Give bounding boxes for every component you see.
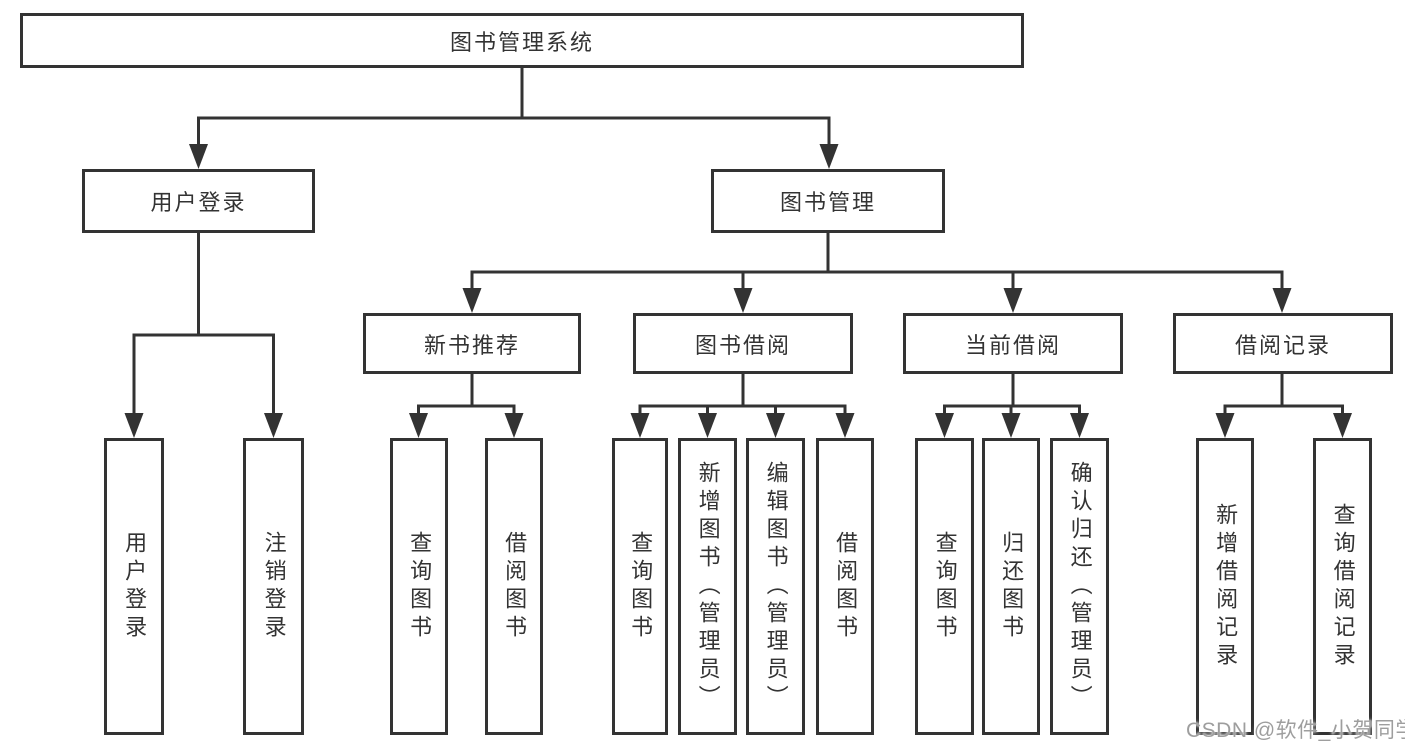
arrow-down-icon xyxy=(698,413,717,438)
connector-records-to-leaves xyxy=(1223,372,1344,417)
arrow-down-icon xyxy=(124,413,144,438)
connector-root-to-level1 xyxy=(197,66,831,148)
leaf-recommend-borrow-books: 借阅图书 xyxy=(485,438,543,735)
arrow-down-icon xyxy=(935,413,954,438)
leaf-current-query-books: 查询图书 xyxy=(915,438,974,735)
arrow-down-icon xyxy=(462,288,482,313)
node-new-book-recommend: 新书推荐 xyxy=(363,313,581,374)
arrowheads-level2 xyxy=(462,288,1292,313)
arrow-down-icon xyxy=(1215,413,1235,438)
arrowheads-current-leaves xyxy=(935,413,1089,438)
arrow-down-icon xyxy=(835,413,855,438)
arrow-down-icon xyxy=(504,413,524,438)
arrow-down-icon xyxy=(409,413,428,438)
arrow-down-icon xyxy=(1003,288,1023,313)
connector-bookmgmt-to-level2 xyxy=(470,231,1284,292)
leaf-logout-login: 注销登录 xyxy=(243,438,304,735)
arrowheads-recommend-leaves xyxy=(409,413,524,438)
leaf-borrow-query-books: 查询图书 xyxy=(612,438,668,735)
node-current-borrow: 当前借阅 xyxy=(903,313,1123,374)
arrow-down-icon xyxy=(733,288,753,313)
connector-login-to-leaves xyxy=(132,231,275,417)
node-library-management-system: 图书管理系统 xyxy=(20,13,1024,68)
arrow-down-icon xyxy=(1333,413,1352,438)
arrow-down-icon xyxy=(1070,413,1089,438)
arrowheads-records-leaves xyxy=(1215,413,1352,438)
connector-recommend-to-leaves xyxy=(417,372,516,417)
leaf-user-login: 用户登录 xyxy=(104,438,164,735)
connector-borrow-to-leaves xyxy=(638,372,847,417)
arrow-down-icon xyxy=(766,413,785,438)
leaf-records-add-borrow-record: 新增借阅记录 xyxy=(1196,438,1254,735)
arrow-down-icon xyxy=(1272,288,1292,313)
leaf-current-return-books: 归还图书 xyxy=(982,438,1040,735)
arrowheads-root-to-level1 xyxy=(189,144,839,169)
node-borrow-records: 借阅记录 xyxy=(1173,313,1393,374)
leaf-borrow-add-books-admin: 新增图书（管理员） xyxy=(678,438,737,735)
arrow-down-icon xyxy=(630,413,650,438)
connector-current-to-leaves xyxy=(943,372,1081,417)
node-book-management: 图书管理 xyxy=(711,169,945,233)
arrowheads-login-leaves xyxy=(124,413,283,438)
node-user-login: 用户登录 xyxy=(82,169,315,233)
leaf-borrow-borrow-books: 借阅图书 xyxy=(816,438,874,735)
arrowheads-borrow-leaves xyxy=(630,413,855,438)
leaf-current-confirm-return-admin: 确认归还（管理员） xyxy=(1050,438,1109,735)
arrow-down-icon xyxy=(189,144,208,169)
node-book-borrow: 图书借阅 xyxy=(633,313,853,374)
arrow-down-icon xyxy=(819,144,839,169)
leaf-records-query-borrow-record: 查询借阅记录 xyxy=(1313,438,1372,735)
leaf-recommend-query-books: 查询图书 xyxy=(390,438,448,735)
csdn-watermark: CSDN @软件_小贺同学 xyxy=(1186,719,1405,742)
leaf-borrow-edit-books-admin: 编辑图书（管理员） xyxy=(746,438,805,735)
arrow-down-icon xyxy=(264,413,283,438)
arrow-down-icon xyxy=(1001,413,1021,438)
